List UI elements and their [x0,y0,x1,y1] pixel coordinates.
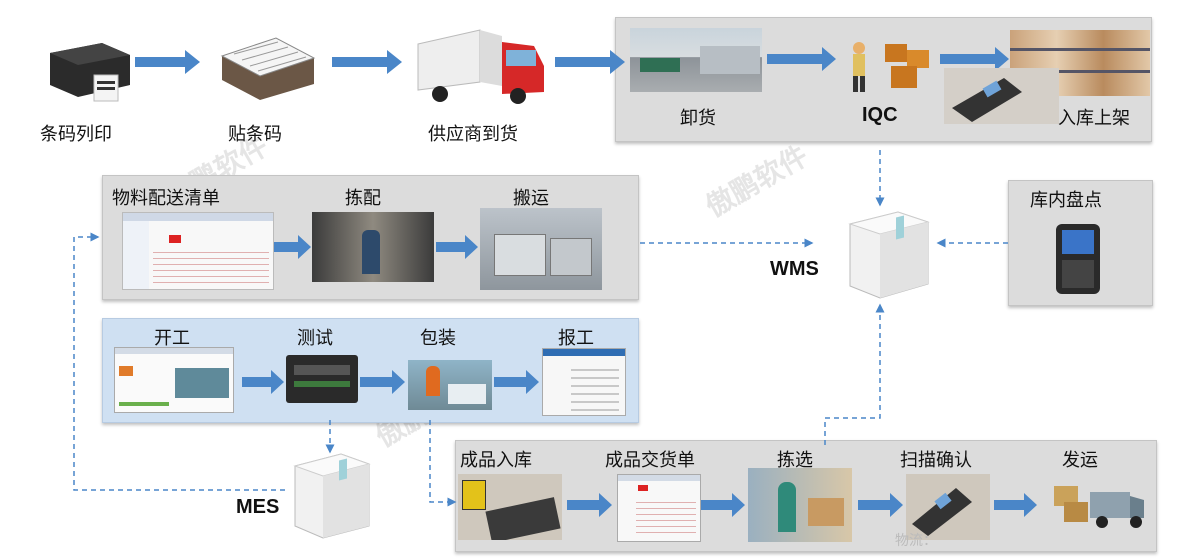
fg-storage-photo [458,474,562,540]
picking-label: 拣配 [345,188,381,209]
picking-aisle-photo [312,212,434,282]
iqc-label: IQC [862,104,898,126]
labeled-box-icon [218,30,318,102]
mes-server-icon [285,450,375,542]
unload-label: 卸货 [680,108,716,129]
footer-fragment: 物流： [895,533,937,549]
supplier-arrival-label: 供应商到货 [428,124,518,145]
report-work-screenshot [542,348,626,416]
delivery-truck-icon [410,24,550,108]
wms-server-icon [838,206,934,302]
barcode-printer-icon [42,35,134,103]
scan-confirm-photo [906,474,990,540]
mes-label: MES [236,496,280,518]
ship-label: 发运 [1062,450,1098,471]
start-work-screenshot [114,347,234,413]
start-work-label: 开工 [154,328,190,349]
handheld-scanner-photo [944,68,1059,124]
test-device-photo [286,355,358,403]
agv-transport-photo [480,208,602,290]
wms-label: WMS [770,258,819,280]
fg-storage-label: 成品入库 [460,450,532,471]
pick-label: 拣选 [777,450,813,471]
iqc-workers-icon [835,36,935,96]
pda-device-icon [1052,222,1104,296]
test-label: 测试 [297,328,333,349]
material-list-label: 物料配送清单 [112,188,220,209]
shipping-truck-icon [1044,470,1148,540]
transport-label: 搬运 [513,188,549,209]
barcode-print-label: 条码列印 [40,124,112,145]
apply-barcode-label: 贴条码 [228,124,282,145]
fg-delivery-note-label: 成品交货单 [605,450,695,471]
inventory-count-label: 库内盘点 [1030,190,1102,211]
packing-label: 包装 [420,328,456,349]
warehouse-dock-photo [630,28,762,92]
putaway-label: 入库上架 [1058,108,1130,129]
fg-delivery-screenshot [617,474,701,542]
material-list-screenshot [122,212,274,290]
scan-confirm-label: 扫描确认 [900,450,972,471]
packing-worker-photo [408,360,492,410]
picking-worker-photo [748,468,852,542]
report-work-label: 报工 [558,328,594,349]
